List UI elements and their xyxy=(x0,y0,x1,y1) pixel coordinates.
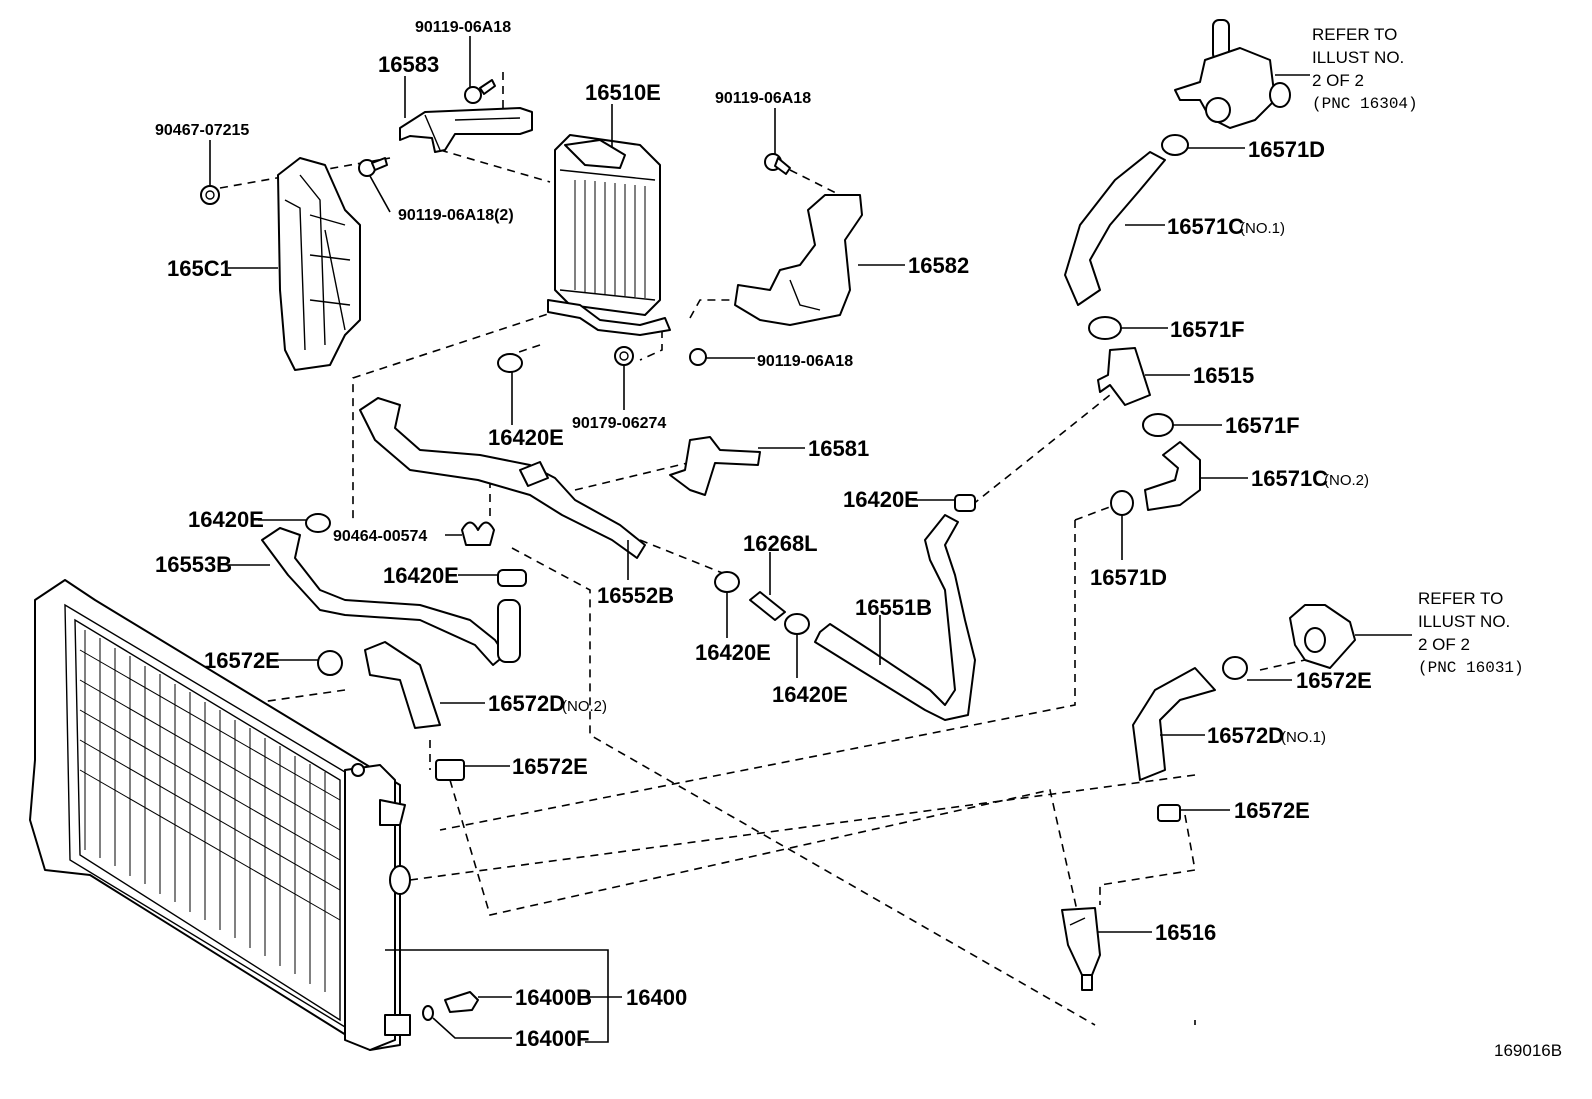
clamp-16420E-c xyxy=(497,569,527,587)
label-90467-07215: 90467-07215 xyxy=(155,122,249,139)
refer-top-line1: REFER TO xyxy=(1312,25,1397,44)
label-16571C-no2-note: (NO.2) xyxy=(1324,472,1369,489)
hose-16552B xyxy=(359,397,646,559)
refer-mid-line1: REFER TO xyxy=(1418,589,1503,608)
water-inlet-16031 xyxy=(1289,604,1356,669)
label-16572D-no2-note: (NO.2) xyxy=(562,698,607,715)
leader-lines xyxy=(209,36,1412,1043)
bolt-90119-06A18-mid xyxy=(764,153,791,175)
clamp-16420E-d xyxy=(714,571,740,593)
drain-cock-16400B xyxy=(444,991,479,1013)
hose-16572D-no1 xyxy=(1132,667,1216,781)
clamp-16572E-a xyxy=(317,650,343,676)
label-16400B: 16400B xyxy=(515,985,592,1010)
label-16268L: 16268L xyxy=(743,531,818,556)
label-16572D-no1: 16572D xyxy=(1207,723,1284,748)
label-16552B: 16552B xyxy=(597,583,674,608)
clamp-16571D-b xyxy=(1110,490,1134,516)
bolt-90119-06A18-top xyxy=(464,79,496,104)
refer-mid-line3: 2 OF 2 xyxy=(1418,635,1470,654)
clamp-16571D-a xyxy=(1161,134,1189,156)
bolt-90119-06A18-low xyxy=(689,348,707,366)
label-16571F-b: 16571F xyxy=(1225,413,1300,438)
label-16571F-a: 16571F xyxy=(1170,317,1245,342)
label-16420E-e: 16420E xyxy=(772,682,848,707)
label-16572E-a: 16572E xyxy=(204,648,280,673)
nut-90179-06274 xyxy=(614,346,634,366)
pipe-16516 xyxy=(1061,907,1101,991)
refer-top-line4: (PNC 16304) xyxy=(1312,95,1418,113)
label-165C1: 165C1 xyxy=(167,256,232,281)
label-16516: 16516 xyxy=(1155,920,1216,945)
bolt-90119-06A18-2 xyxy=(358,157,388,177)
label-90119-06A18-mid: 90119-06A18 xyxy=(715,90,811,107)
refer-mid-line2: ILLUST NO. xyxy=(1418,612,1510,631)
label-16581: 16581 xyxy=(808,436,869,461)
clip-16572E-b xyxy=(435,759,465,781)
label-90119-06A18-2: 90119-06A18(2) xyxy=(398,207,514,224)
o-ring-16400F xyxy=(422,1005,434,1021)
label-16400F: 16400F xyxy=(515,1026,590,1051)
label-16572E-c: 16572E xyxy=(1296,668,1372,693)
label-90179-06274: 90179-06274 xyxy=(572,415,666,432)
label-16571C-no1-note: (NO.1) xyxy=(1240,220,1285,237)
hose-16572D-no2 xyxy=(364,641,441,729)
radiator-16400 xyxy=(29,579,411,1051)
label-16420E-c: 16420E xyxy=(383,563,459,588)
label-16571D-a: 16571D xyxy=(1248,137,1325,162)
clamp-16572E-c xyxy=(1222,656,1248,680)
label-16572D-no1-note: (NO.1) xyxy=(1281,729,1326,746)
clamp-90464-00574 xyxy=(461,521,495,546)
oil-cooler-16510E xyxy=(547,134,671,336)
clamp-16420E-a xyxy=(497,353,523,373)
label-16571C-no1: 16571C xyxy=(1167,214,1244,239)
pipe-16268L xyxy=(749,591,786,621)
label-16400: 16400 xyxy=(626,985,687,1010)
hose-16571C-no1 xyxy=(1064,151,1166,306)
label-16572E-b: 16572E xyxy=(512,754,588,779)
hose-16571C-no2 xyxy=(1144,441,1201,511)
label-16553B: 16553B xyxy=(155,552,232,577)
bracket-16583 xyxy=(399,107,533,153)
label-16420E-b: 16420E xyxy=(188,507,264,532)
bracket-16582 xyxy=(734,194,863,326)
refer-note-top: REFER TO ILLUST NO. 2 OF 2 (PNC 16304) xyxy=(1312,25,1418,113)
air-guide-165C1 xyxy=(277,157,361,371)
hose-16553B xyxy=(261,527,521,666)
water-outlet-16304 xyxy=(1174,19,1291,129)
label-16583: 16583 xyxy=(378,52,439,77)
illustration-code: 169016B xyxy=(1494,1041,1562,1060)
label-90119-06A18-low: 90119-06A18 xyxy=(757,353,853,370)
refer-top-line3: 2 OF 2 xyxy=(1312,71,1364,90)
refer-note-mid: REFER TO ILLUST NO. 2 OF 2 (PNC 16031) xyxy=(1418,589,1524,677)
refer-top-line2: ILLUST NO. xyxy=(1312,48,1404,67)
label-16572E-d: 16572E xyxy=(1234,798,1310,823)
refer-mid-line4: (PNC 16031) xyxy=(1418,659,1524,677)
label-90464-00574: 90464-00574 xyxy=(333,528,427,545)
clip-16572E-d xyxy=(1157,804,1181,822)
label-16572D-no2: 16572D xyxy=(488,691,565,716)
label-16571D-b: 16571D xyxy=(1090,565,1167,590)
label-16420E-f: 16420E xyxy=(843,487,919,512)
label-90119-06A18-top: 90119-06A18 xyxy=(415,19,511,36)
part-labels: 90119-06A18 16583 90467-07215 90119-06A1… xyxy=(155,19,1372,1051)
bracket-16581 xyxy=(669,436,761,496)
clip-90467-07215 xyxy=(200,185,220,205)
clamp-16420E-b xyxy=(305,513,331,533)
label-16420E-a: 16420E xyxy=(488,425,564,450)
label-16571C-no2: 16571C xyxy=(1251,466,1328,491)
label-16515: 16515 xyxy=(1193,363,1254,388)
hose-16551B xyxy=(814,494,976,721)
label-16510E: 16510E xyxy=(585,80,661,105)
label-16582: 16582 xyxy=(908,253,969,278)
clamp-16571F-a xyxy=(1088,316,1122,340)
label-16420E-d: 16420E xyxy=(695,640,771,665)
label-16551B: 16551B xyxy=(855,595,932,620)
joint-16515 xyxy=(1097,347,1151,406)
clamp-16420E-e xyxy=(784,613,810,635)
clamp-16571F-b xyxy=(1142,413,1174,437)
connection-dashed-lines xyxy=(219,72,1306,1026)
